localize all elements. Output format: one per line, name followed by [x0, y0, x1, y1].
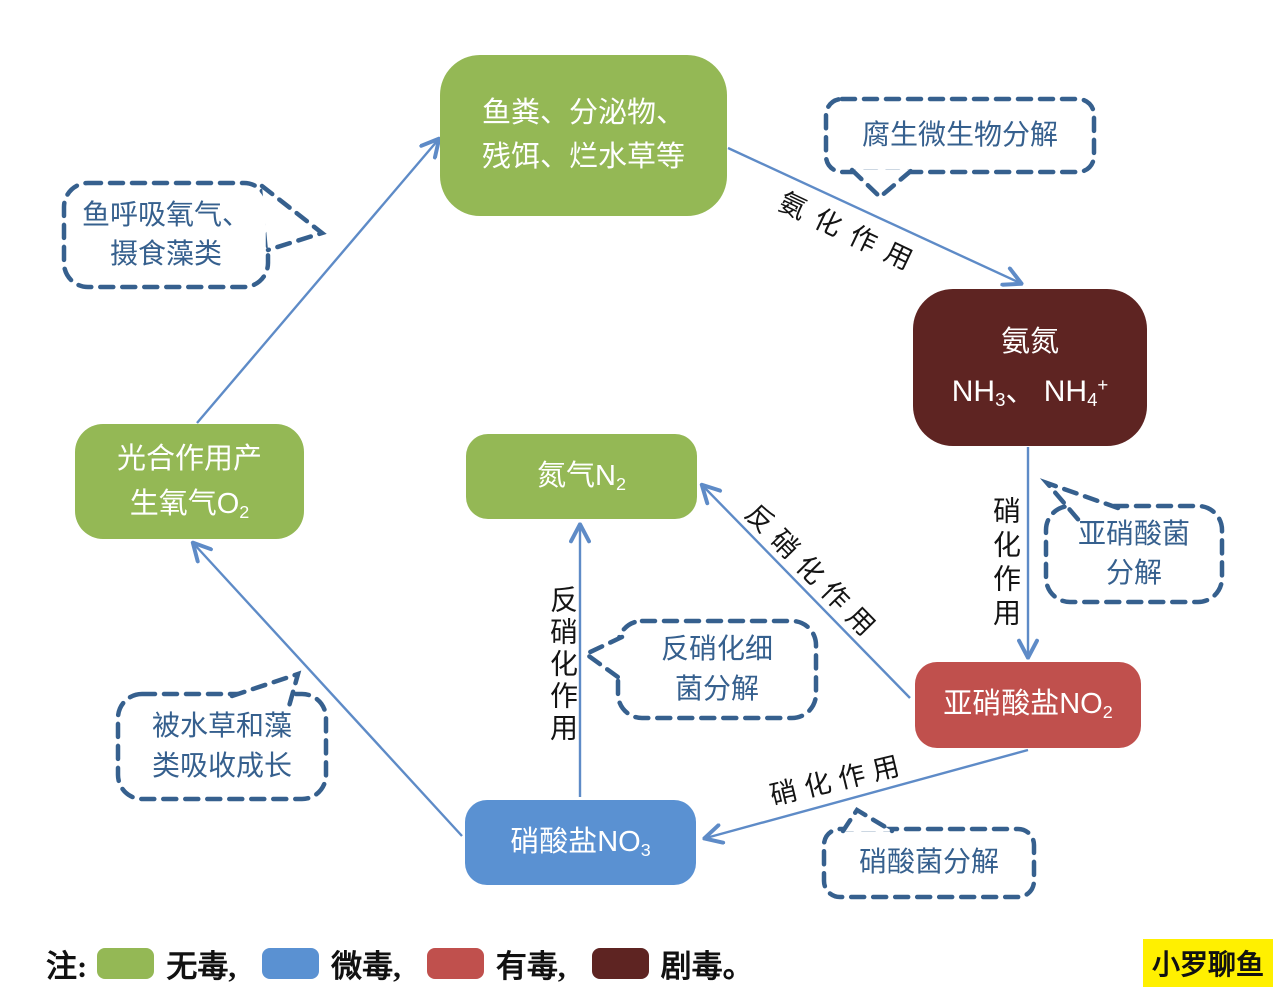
ammonia-nh4: 、 NH — [1005, 374, 1088, 408]
node-ammonia-formula: NH3、 NH4+ — [952, 369, 1109, 414]
node-oxygen-line2: 生氧气O2 — [130, 482, 250, 527]
oxygen-base: 生氧气O — [129, 487, 240, 520]
callout-denitrifying-line2: 菌分解 — [674, 673, 759, 705]
callout-tail-absorbed — [229, 670, 302, 713]
legend-swatch-highly-toxic — [591, 948, 649, 979]
node-fish-waste-line1: 鱼粪、分泌物、 — [481, 97, 685, 129]
callout-nitrobacter-text: 硝酸菌分解 — [858, 847, 999, 879]
callout-shape-nitrobacter — [821, 826, 1037, 900]
callout-fish-breathe-line2: 摄食藻类 — [109, 239, 222, 270]
node-nitrite: 亚硝酸盐NO2 — [915, 662, 1141, 748]
callout-tail-denitrifying — [581, 634, 625, 683]
node-oxygen-line1: 光合作用产 — [116, 442, 262, 475]
legend: 注: 无毒, 微毒, 有毒, 剧毒。 — [46, 941, 780, 986]
callout-tail-nitrobacter — [840, 806, 895, 834]
ammonia-sub4: 4 — [1087, 388, 1098, 410]
callout-saprophytic-decomposition: 腐生微生物分解 — [826, 99, 1094, 172]
callout-tail-saprophytic — [849, 167, 915, 201]
callout-tail-fish-breathe — [259, 183, 327, 253]
arrow-nitrate-to-oxygen — [194, 544, 463, 837]
callout-denitrifying-line1: 反硝化细 — [660, 634, 773, 666]
oxygen-sub: 2 — [239, 501, 250, 522]
legend-swatch-mild-toxic — [262, 948, 320, 979]
arrow-nitrite-to-nitrogen-gas — [703, 486, 911, 699]
callout-shape-absorbed — [115, 691, 329, 802]
legend-prefix: 注: — [46, 949, 88, 984]
ammonia-plus: + — [1097, 373, 1109, 395]
legend-label-mild-toxic: 微毒, — [331, 949, 401, 984]
nitrate-base: 硝酸盐NO — [510, 825, 641, 858]
label-nitrification-right: 硝化作用 — [989, 496, 1020, 632]
callout-absorbed-line1: 被水草和藻 — [151, 711, 292, 743]
legend-label-toxic: 有毒, — [495, 949, 566, 984]
node-nitrogen-gas: 氮气N2 — [466, 434, 697, 519]
ammonia-nh: NH — [951, 374, 996, 408]
callout-tail-nitrosomonas — [1039, 478, 1121, 527]
callout-shape-nitrosomonas — [1043, 503, 1225, 605]
callout-nitrosomonas-line2: 分解 — [1105, 558, 1162, 589]
nitrogen-gas-sub: 2 — [615, 473, 626, 494]
watermark-badge: 小罗聊鱼 — [1143, 939, 1274, 987]
callout-shape-saprophytic — [823, 96, 1097, 175]
node-ammonia: 氨氮 NH3、 NH4+ — [913, 289, 1147, 446]
legend-swatch-non-toxic — [97, 948, 155, 979]
node-oxygen: 光合作用产 生氧气O2 — [75, 424, 304, 539]
callout-fish-breathe: 鱼呼吸氧气、 摄食藻类 — [64, 183, 268, 287]
node-nitrite-label: 亚硝酸盐NO2 — [943, 683, 1113, 727]
arrow-oxygen-to-waste — [196, 140, 438, 424]
ammonia-sub3: 3 — [995, 388, 1006, 410]
callout-nitrosomonas: 亚硝酸菌 分解 — [1046, 506, 1222, 602]
legend-label-highly-toxic: 剧毒。 — [660, 949, 754, 984]
label-denitrification-vertical: 反硝化作用 — [546, 585, 577, 745]
callout-nitrosomonas-line1: 亚硝酸菌 — [1077, 518, 1190, 550]
callout-nitrobacter: 硝酸菌分解 — [824, 829, 1034, 897]
arrow-waste-to-ammonia — [727, 146, 1020, 283]
node-fish-waste: 鱼粪、分泌物、 残饵、烂水草等 — [440, 55, 727, 216]
legend-swatch-toxic — [426, 948, 484, 979]
legend-label-non-toxic: 无毒, — [166, 949, 237, 984]
node-ammonia-title: 氨氮 — [1000, 326, 1059, 359]
nitrate-sub: 3 — [640, 839, 651, 860]
node-nitrogen-gas-label: 氮气N2 — [537, 455, 626, 499]
nitrite-sub: 2 — [1102, 702, 1113, 723]
arrow-nitrite-to-nitrate — [706, 748, 1029, 838]
nitrogen-gas-base: 氮气N — [537, 459, 616, 492]
callout-absorbed-line2: 类吸收成长 — [151, 750, 292, 782]
node-nitrate: 硝酸盐NO3 — [465, 800, 696, 885]
callout-fish-breathe-line1: 鱼呼吸氧气、 — [81, 199, 250, 231]
callout-absorbed-by-plants: 被水草和藻 类吸收成长 — [118, 694, 326, 799]
callout-saprophytic-text: 腐生微生物分解 — [861, 119, 1058, 151]
node-fish-waste-line2: 残饵、烂水草等 — [481, 140, 685, 173]
nitrite-base: 亚硝酸盐NO — [943, 688, 1103, 721]
callout-denitrifying-bacteria: 反硝化细 菌分解 — [618, 621, 816, 718]
node-nitrate-label: 硝酸盐NO3 — [510, 821, 651, 865]
